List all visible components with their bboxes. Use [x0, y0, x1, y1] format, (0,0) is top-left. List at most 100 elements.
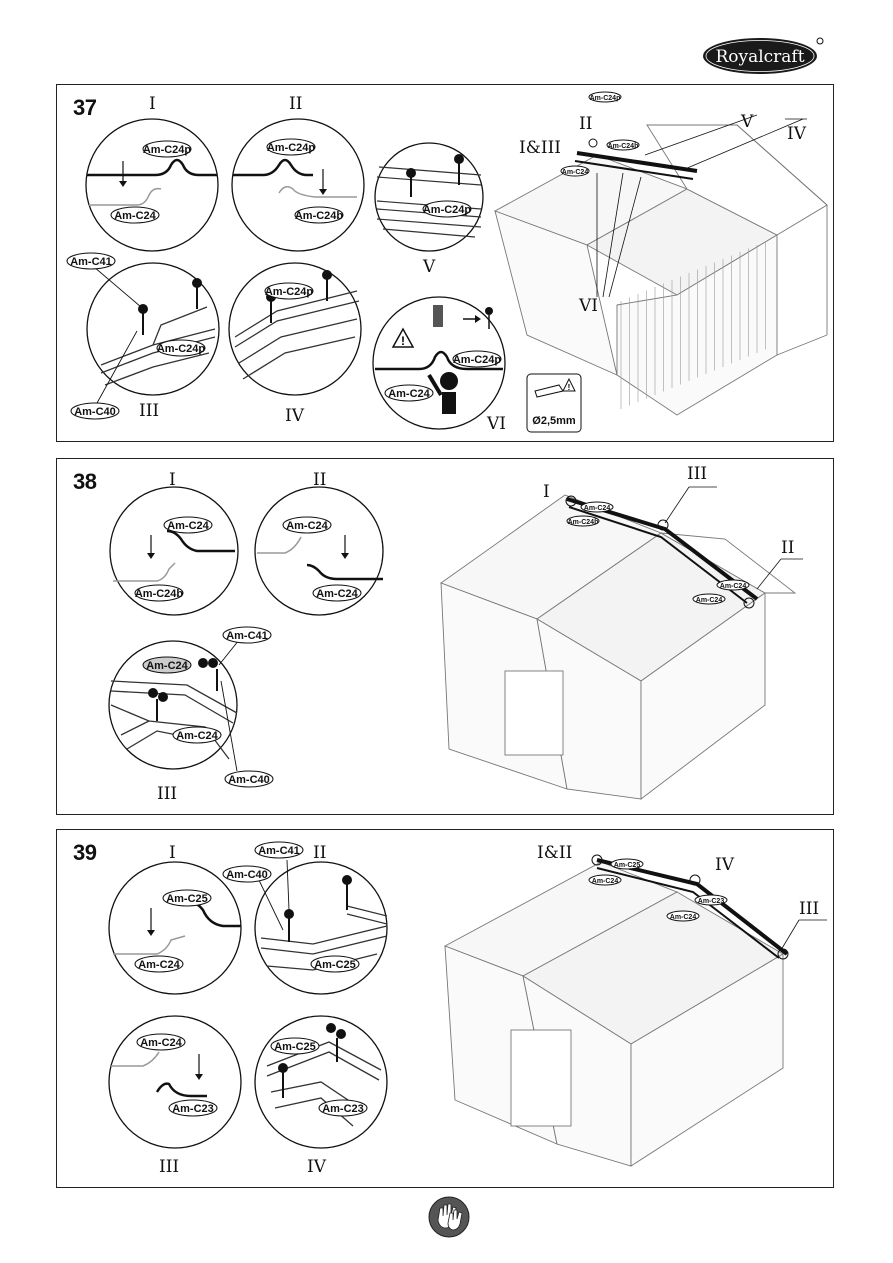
svg-text:I&II: I&II — [537, 843, 572, 863]
svg-text:Am-C24b: Am-C24b — [295, 210, 344, 222]
svg-text:III: III — [159, 1157, 179, 1177]
step-38-illustration: I Am-C24 Am-C24b II Am-C24 Am-C24 — [108, 464, 803, 804]
detail-38-I: I Am-C24 Am-C24b — [109, 470, 239, 616]
roman-label: IV — [285, 406, 305, 426]
detail-38-II: II Am-C24 Am-C24 — [254, 470, 384, 616]
detail-39-I: I Am-C25 Am-C24 — [108, 843, 242, 995]
svg-text:Am-C24: Am-C24 — [696, 597, 723, 604]
svg-text:Am-C41: Am-C41 — [226, 630, 268, 642]
roman-label: II — [289, 94, 302, 114]
svg-text:II: II — [313, 470, 326, 490]
svg-text:Am-C24: Am-C24 — [562, 169, 589, 176]
detail-37-I: I Am-C24p Am-C24 — [85, 94, 219, 252]
svg-text:VI: VI — [578, 296, 598, 316]
svg-text:Am-C24p: Am-C24p — [590, 95, 621, 102]
step-number: 38 — [73, 469, 97, 494]
svg-text:Am-C41: Am-C41 — [70, 256, 112, 268]
svg-text:Am-C25: Am-C25 — [274, 1041, 316, 1053]
svg-text:V: V — [740, 112, 754, 132]
svg-text:Am-C24: Am-C24 — [146, 660, 188, 672]
svg-text:I: I — [169, 843, 176, 863]
roman-label: V — [422, 257, 436, 277]
svg-text:Am-C23: Am-C23 — [172, 1103, 214, 1115]
svg-text:II: II — [579, 114, 592, 134]
svg-text:Am-C40: Am-C40 — [228, 774, 270, 786]
svg-text:Am-C24p: Am-C24p — [157, 343, 206, 355]
logo-text: Royalcraft — [715, 47, 804, 67]
svg-text:!: ! — [568, 383, 571, 392]
drill-size-note: ! Ø2,5mm — [526, 373, 582, 433]
detail-37-IV: Am-C24p IV — [228, 262, 362, 426]
detail-37-II: II Am-C24p Am-C24b — [231, 94, 365, 252]
roman-label: I — [149, 94, 156, 114]
step-39-panel: 39 I Am-C25 Am-C24 II — [56, 829, 834, 1188]
svg-text:Am-C24: Am-C24 — [138, 959, 180, 971]
detail-37-V: Am-C24p V — [374, 142, 484, 277]
svg-text:Am-C24p: Am-C24p — [265, 286, 314, 298]
svg-text:Am-C40: Am-C40 — [74, 406, 116, 418]
svg-text:III: III — [687, 464, 707, 484]
svg-text:II: II — [313, 843, 326, 863]
svg-text:I: I — [169, 470, 176, 490]
svg-text:Am-C41: Am-C41 — [258, 845, 300, 857]
svg-text:Am-C24: Am-C24 — [316, 588, 358, 600]
royalcraft-logo: Royalcraft — [703, 37, 824, 74]
svg-text:Am-C23: Am-C23 — [698, 898, 725, 905]
svg-text:Am-C24: Am-C24 — [388, 388, 430, 400]
overview-callouts-39: I&II IV III Am-C25 Am-C24 Am-C23 Am-C24 — [537, 843, 827, 951]
svg-text:Am-C25: Am-C25 — [166, 893, 208, 905]
svg-text:Am-C24: Am-C24 — [167, 520, 209, 532]
detail-39-II: II Am-C41 Am-C40 Am-C25 — [222, 841, 388, 995]
svg-text:I: I — [543, 482, 550, 502]
svg-text:Am-C24p: Am-C24p — [423, 204, 472, 216]
detail-38-III: Am-C41 Am-C24 Am-C24 Am-C40 III — [108, 626, 274, 804]
overview-callouts-38: I III II Am-C24 Am-C24b Am-C24 Am-C24 — [543, 464, 803, 605]
svg-text:Am-C23: Am-C23 — [322, 1103, 364, 1115]
overview-ridge-37 — [574, 138, 698, 180]
svg-text:III: III — [799, 899, 819, 919]
svg-text:Am-C24p: Am-C24p — [267, 142, 316, 154]
drill-size-text: Ø2,5mm — [532, 415, 576, 427]
step-39-illustration: I Am-C25 Am-C24 II Am-C41 — [108, 841, 827, 1177]
svg-text:Am-C24p: Am-C24p — [143, 144, 192, 156]
svg-text:Am-C24: Am-C24 — [140, 1037, 182, 1049]
svg-text:Am-C24: Am-C24 — [670, 914, 697, 921]
svg-text:!: ! — [401, 334, 405, 348]
detail-37-III: Am-C41 Am-C24p Am-C40 III — [66, 252, 220, 421]
svg-text:IV: IV — [787, 124, 807, 144]
overview-hatch-37 — [620, 241, 766, 409]
overview-shed-39 — [443, 861, 784, 1167]
step-number: 39 — [73, 840, 97, 865]
step-number: 37 — [73, 95, 97, 120]
svg-text:IV: IV — [307, 1157, 327, 1177]
overview-shed-37 — [493, 124, 828, 416]
detail-39-IV: Am-C25 Am-C23 IV — [254, 1015, 388, 1177]
svg-text:II: II — [781, 538, 794, 558]
svg-text:Am-C24: Am-C24 — [720, 583, 747, 590]
overview-callouts-37: V IV II I&III VI Am-C24p Am-C24b Am-C24 — [519, 91, 807, 316]
detail-39-III: Am-C24 Am-C23 III — [108, 1015, 242, 1177]
svg-text:I&III: I&III — [519, 138, 561, 158]
svg-text:Am-C40: Am-C40 — [226, 869, 268, 881]
svg-text:IV: IV — [715, 855, 735, 875]
gloves-icon — [428, 1196, 470, 1238]
svg-text:Am-C24b: Am-C24b — [608, 143, 639, 150]
overview-shed-38 — [440, 494, 797, 800]
svg-text:Am-C24b: Am-C24b — [568, 519, 599, 526]
step-37-panel: 37 I Am-C24p Am-C24 II Am-C24p Am-C24b — [56, 84, 834, 442]
step-38-panel: 38 I Am-C24 Am-C24b II Am-C24 Am-C24 — [56, 458, 834, 815]
svg-text:Am-C24b: Am-C24b — [135, 588, 184, 600]
svg-text:Am-C24: Am-C24 — [592, 878, 619, 885]
svg-text:Am-C25: Am-C25 — [614, 862, 641, 869]
svg-text:Am-C24: Am-C24 — [176, 730, 218, 742]
svg-text:III: III — [157, 784, 177, 804]
svg-text:Am-C24: Am-C24 — [286, 520, 328, 532]
roman-label: VI — [486, 414, 506, 434]
svg-text:Am-C24p: Am-C24p — [453, 354, 502, 366]
svg-text:Am-C25: Am-C25 — [314, 959, 356, 971]
svg-text:Am-C24: Am-C24 — [584, 505, 611, 512]
step-37-illustration: I Am-C24p Am-C24 II Am-C24p Am-C24b — [66, 91, 828, 434]
detail-37-VI: ! Am-C24p Am-C24 VI — [372, 296, 506, 434]
svg-text:Am-C24: Am-C24 — [114, 210, 156, 222]
roman-label: III — [139, 401, 159, 421]
